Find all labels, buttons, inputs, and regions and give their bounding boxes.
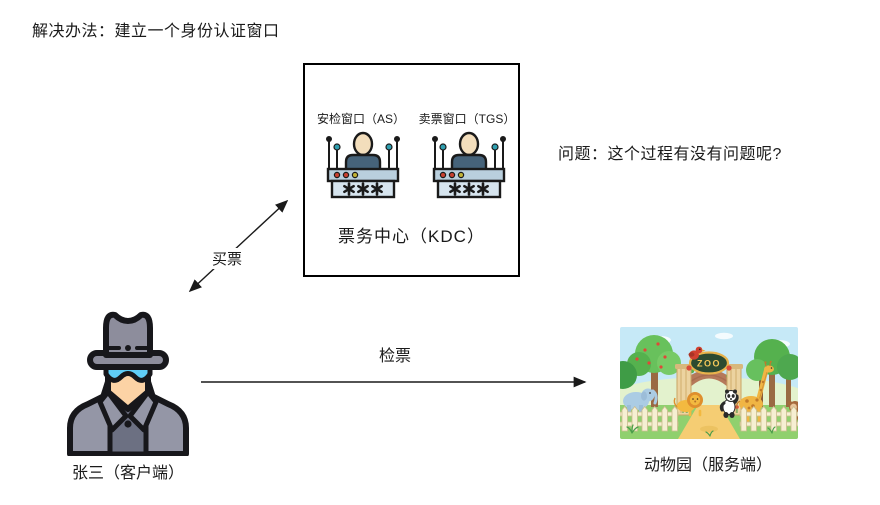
desk-password-asterisks <box>449 182 489 196</box>
zoo-lion-icon <box>673 392 703 417</box>
zoo-right-trees <box>746 339 798 407</box>
server-label: 动物园（服务端） <box>643 457 772 474</box>
as-window-label: 安检窗口（AS） <box>316 112 405 126</box>
zoo-fence <box>620 405 798 432</box>
zoo-grass-tufts <box>626 424 776 437</box>
page-title: 解决办法：建立一个身份认证窗口 <box>32 23 280 40</box>
as-counter-icon: *** <box>326 131 400 199</box>
zoo-sign-text: ZOO <box>697 359 721 369</box>
desk-password-asterisks <box>343 182 383 196</box>
check-ticket-label: 检票 <box>377 342 414 366</box>
zoo-bird-icon <box>688 346 706 360</box>
zoo-sign: ZOO <box>686 351 732 375</box>
tgs-window-label: 卖票窗口（TGS） <box>418 112 516 126</box>
zoo-panda-icon <box>719 389 739 418</box>
question-text: 问题：这个过程有没有问题呢? <box>558 146 782 163</box>
zoo-elephant-icon <box>623 388 658 413</box>
zoo-image: ZOO <box>620 327 798 439</box>
kdc-box: 安检窗口（AS） 卖票窗口（TGS） *** *** <box>303 63 520 277</box>
kdc-title: 票务中心（KDC） <box>338 227 485 246</box>
client-label: 张三（客户端） <box>71 465 184 482</box>
spy-hat-crown <box>103 311 153 358</box>
client-spy-icon <box>67 311 189 456</box>
buy-ticket-label: 买票 <box>210 248 245 269</box>
tgs-counter-icon: *** <box>432 131 506 199</box>
buy-ticket-arrow <box>188 199 289 293</box>
zoo-left-bush <box>620 361 637 389</box>
